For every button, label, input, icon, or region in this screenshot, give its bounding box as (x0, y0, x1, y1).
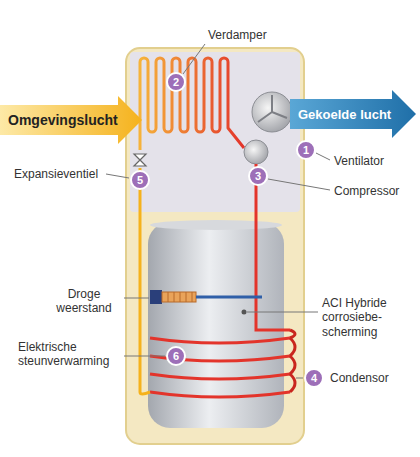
fan-blades (258, 95, 287, 122)
callout-number: 4 (311, 373, 317, 384)
callout-circle: 5 (130, 170, 150, 190)
unit-housing (126, 48, 304, 444)
arrow-body (0, 96, 142, 144)
liquid-pipe (140, 168, 150, 394)
heater-head (150, 290, 162, 304)
part-label: Droge weerstand (46, 287, 122, 316)
part-label: Expansieventiel (14, 167, 98, 181)
callout-circle: 2 (166, 72, 186, 92)
intake-air-arrow: Omgevingslucht (0, 96, 142, 144)
callout-number: 2 (173, 77, 179, 88)
part-label: Verdamper (208, 28, 267, 42)
callout-circle: 4 (304, 368, 324, 388)
condenser-coils (150, 338, 290, 397)
part-label: Ventilator (334, 154, 384, 168)
callout-circle: 1 (296, 140, 316, 160)
condenser-bends (290, 330, 295, 392)
arrow-text: Gekoelde lucht (298, 107, 391, 122)
heater-rod (196, 296, 262, 299)
arrow-body (290, 90, 416, 138)
compressor (244, 140, 268, 164)
part-label: Condensor (330, 371, 389, 385)
dry-heater (162, 292, 196, 302)
leader-lines (106, 44, 330, 378)
callout-number: 6 (173, 351, 179, 362)
fan (252, 92, 292, 132)
callout-number: 3 (255, 171, 261, 182)
exhaust-air-arrow: Gekoelde lucht (290, 90, 416, 138)
evaporator-coil (140, 58, 244, 150)
tank-top (150, 220, 282, 230)
top-housing (130, 52, 300, 212)
callout-number: 1 (303, 145, 309, 156)
callout-circle: 6 (166, 346, 186, 366)
part-label: ACI Hybride corrosiebe- scherming (322, 296, 410, 339)
callout-circle: 3 (248, 166, 268, 186)
anode-dot (242, 310, 247, 315)
part-label: Elektrische steunverwarming (18, 340, 122, 369)
hot-pipe (256, 164, 290, 330)
heater-stripes (168, 292, 192, 302)
part-label: Compressor (334, 184, 399, 198)
callout-number: 5 (137, 175, 143, 186)
expansion-valve (134, 154, 146, 166)
arrow-text: Omgevingslucht (8, 112, 118, 128)
